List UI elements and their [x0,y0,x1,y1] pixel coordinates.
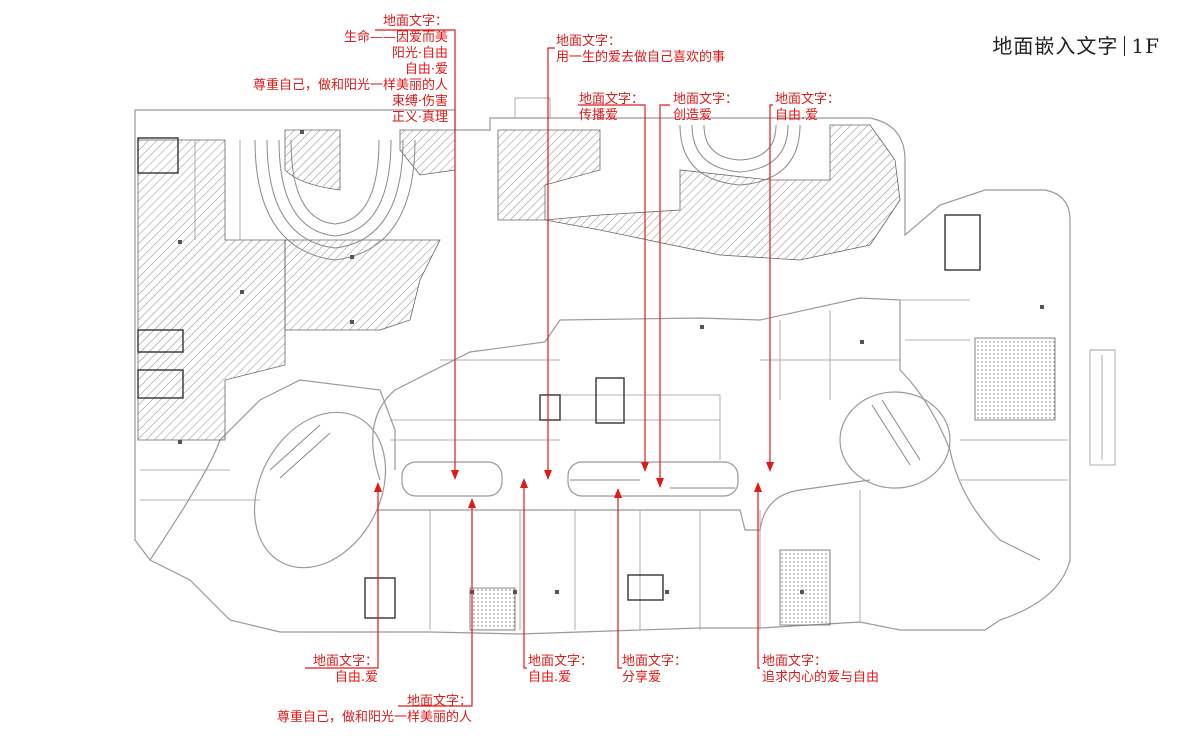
annotation-heading: 地面文字： [775,92,841,107]
sheet-title: 地面嵌入文字 1F [992,30,1160,59]
annotation-line: 分享爱 [622,670,662,685]
annotation-line: 用一生的爱去做自己喜欢的事 [556,50,726,65]
annotation-bottom-e: 地面文字： 追求内心的爱与自由 [762,654,879,686]
interior-walls [140,97,1116,630]
escalator-tracks [254,124,921,489]
title-text: 地面嵌入文字 [992,34,1119,58]
annotation-bottom-c: 地面文字： 自由.爱 [528,654,593,686]
annotation-line: 传播爱 [579,108,619,123]
annotation-heading: 地面文字： [762,654,828,669]
annotation-bottom-d: 地面文字： 分享爱 [622,654,687,686]
annotation-bottom-b: 地面文字： 尊重自己，做和阳光一样美丽的人 [277,694,472,726]
annotation-line: 尊重自己，做和阳光一样美丽的人 [252,78,448,93]
annotation-heading: 地面文字： [622,654,688,669]
annotation-line: 自由.爱 [775,108,819,123]
annotation-heading: 地面文字： [673,92,739,107]
building-outline [134,109,1071,635]
annotation-heading: 地面文字： [406,694,472,709]
annotation-line: 自由.爱 [528,670,572,685]
annotation-bottom-a: 地面文字： 自由.爱 [313,654,378,686]
annotation-heading: 地面文字： [312,654,378,669]
annotation-heading: 地面文字： [556,34,622,49]
annotation-heading: 地面文字： [579,92,645,107]
annotation-line: 生命——因爱而美 [343,30,448,45]
annotation-heading: 地面文字： [528,654,594,669]
annotation-line: 追求内心的爱与自由 [762,670,880,685]
annotation-line: 自由.爱 [334,670,378,685]
annotation-line: 束缚·伤害 [391,94,448,109]
stair-cores [137,137,981,619]
annotation-top-c: 地面文字： 创造爱 [673,92,738,124]
floor-label: 1F [1131,34,1160,58]
annotation-top-b: 地面文字： 传播爱 [579,92,644,124]
annotation-heading: 地面文字： [382,14,448,29]
annotation-line: 正义·真理 [391,110,448,125]
structural-columns [178,130,1044,594]
title-divider [1124,36,1126,56]
annotation-line: 自由·爱 [404,62,448,77]
annotation-line: 尊重自己，做和阳光一样美丽的人 [276,710,472,725]
annotation-line: 阳光·自由 [391,46,448,61]
annotation-top-d: 地面文字： 自由.爱 [775,92,840,124]
leader-lines [305,29,773,707]
annotation-line: 创造爱 [673,108,713,123]
leader-arrowheads [374,462,774,508]
annotation-top-mid: 地面文字： 用一生的爱去做自己喜欢的事 [556,34,725,66]
annotation-top-left: 地面文字： 生命——因爱而美 阳光·自由 自由·爱 尊重自己，做和阳光一样美丽的… [253,14,448,126]
